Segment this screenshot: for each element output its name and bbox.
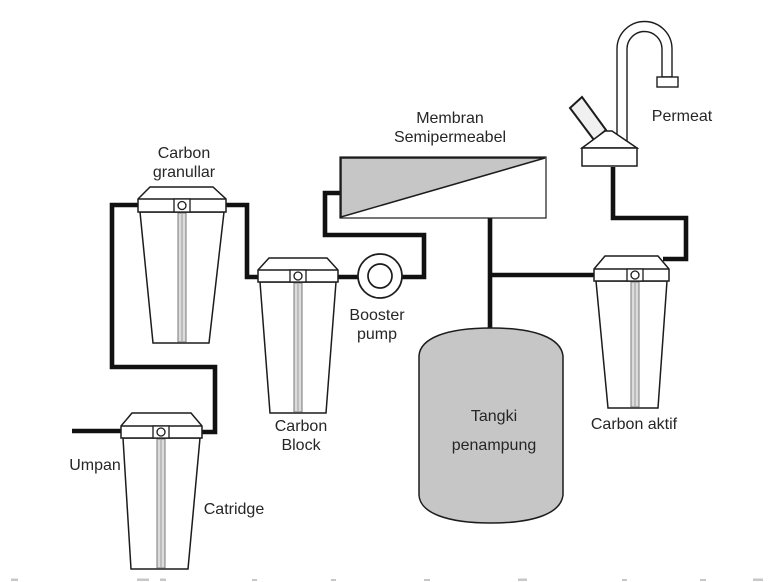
cropped-caption-remnant	[11, 578, 763, 581]
permeat-label: Permeat	[652, 108, 713, 125]
feed-label: Umpan	[69, 457, 121, 474]
filter-cap-port	[293, 271, 303, 281]
filter-carbon-granular	[137, 186, 227, 344]
filter-carbon-block	[257, 257, 339, 414]
filter-carbon-active	[593, 255, 670, 409]
filter-cap-port	[630, 270, 640, 280]
carbon-granular-label-line2: granullar	[153, 164, 216, 181]
pipe-cartridge-to-carbon-granular	[109, 202, 218, 435]
membrane-unit	[339, 156, 547, 219]
booster-pump-label-line1: Booster	[349, 307, 405, 324]
faucet	[568, 20, 679, 167]
carbon-active-label: Carbon aktif	[591, 416, 678, 433]
pipe-carbon-granular-to-carbon-block	[224, 202, 261, 280]
pump-inner-circle	[367, 263, 393, 289]
tank-label-line2: penampung	[452, 437, 537, 454]
storage-tank	[418, 327, 564, 524]
filter-cap-port	[156, 427, 166, 437]
pipes	[72, 167, 689, 435]
booster-pump-label-line2: pump	[357, 326, 397, 343]
filter-cap-port	[177, 200, 187, 211]
cartridge-label: Catridge	[204, 501, 265, 518]
filter-cartridge	[120, 412, 203, 570]
faucet-spout	[616, 20, 673, 146]
faucet-nozzle	[656, 76, 679, 88]
booster-pump	[357, 253, 403, 299]
membrane-gray-triangle	[340, 157, 546, 218]
carbon-block-label-line2: Block	[281, 437, 321, 454]
membrane-label-line2: Semipermeabel	[394, 129, 506, 146]
carbon-granular-label-line1: Carbon	[158, 145, 210, 162]
membrane-label-line1: Membran	[416, 110, 484, 127]
carbon-block-label-line1: Carbon	[275, 418, 327, 435]
labels: Carbon granullar Membran Semipermeabel P…	[69, 108, 713, 518]
pipe-pump-to-membrane	[322, 190, 427, 280]
pipe-carbon-active-to-faucet	[610, 167, 689, 262]
faucet-handle	[568, 95, 608, 142]
tank-label-line1: Tangki	[471, 408, 517, 425]
tank-body	[418, 327, 564, 524]
faucet-base	[581, 147, 638, 167]
